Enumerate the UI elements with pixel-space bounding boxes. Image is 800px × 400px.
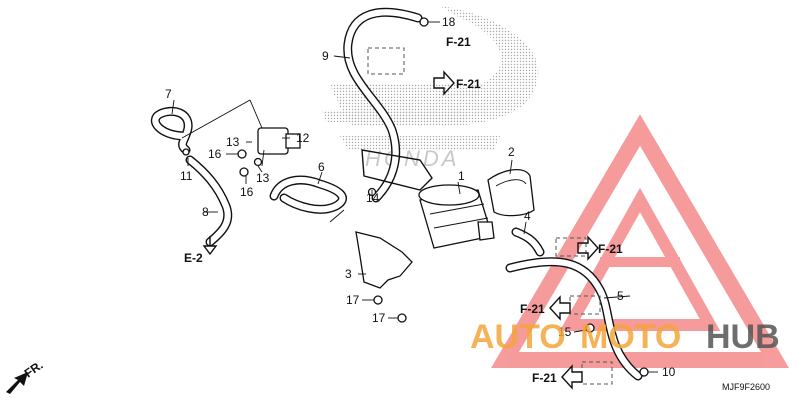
drawing-code: MJF9F2600: [722, 382, 770, 392]
part-label-2: 2: [508, 145, 515, 159]
part-label-11: 11: [180, 169, 193, 183]
ref-arrow-down: [202, 236, 218, 256]
part-label-16b: 16: [240, 185, 254, 199]
ref-e2: E-2: [184, 251, 203, 265]
canister-band: [487, 169, 535, 217]
part-label-16a: 16: [208, 147, 222, 161]
ref-f21-lower: F-21: [520, 302, 545, 316]
part-label-13a: 13: [226, 135, 240, 149]
fastener-group: [182, 17, 649, 377]
ref-f21-upper: F-21: [456, 77, 481, 91]
part-label-18: 18: [442, 15, 456, 29]
watermark-triangle: [491, 114, 789, 368]
ref-arrow-left-1: [549, 295, 571, 321]
part-label-14: 14: [366, 191, 380, 205]
ref-arrow-left-2: [561, 364, 583, 390]
canister-bracket: [355, 231, 413, 289]
part-label-7: 7: [165, 87, 172, 101]
clip-callout-top: [367, 47, 405, 75]
part-label-8: 8: [202, 205, 209, 219]
part-label-12: 12: [296, 131, 310, 145]
part-label-15: 15: [558, 325, 572, 339]
part-labels: 1 2 3 4 5 6 7 8 9 10 11 12 13 13 14 15 1…: [165, 15, 676, 379]
hose-group: [150, 7, 643, 381]
solenoid-valve: [257, 127, 301, 167]
ref-arrow-right-1: [433, 70, 455, 96]
reference-arrows: F-21 F-21 F-21 F-21 F-21 E-2: [184, 35, 623, 390]
evap-canister: [418, 184, 495, 249]
part-label-3: 3: [345, 267, 352, 281]
watermark-auto: AUTO: [470, 318, 566, 356]
front-arrow-icon: [6, 372, 28, 394]
part-label-5: 5: [617, 289, 624, 303]
hose-loop-bracket: [361, 149, 433, 191]
part-label-1: 1: [458, 169, 465, 183]
front-direction: FR.: [6, 358, 46, 394]
ref-arrow-right-2: [577, 235, 599, 261]
part-label-17b: 17: [372, 311, 386, 325]
part-label-17a: 17: [346, 293, 360, 307]
leader-lines: [171, 21, 658, 373]
ref-f21-mid: F-21: [598, 242, 623, 256]
part-label-10: 10: [662, 365, 676, 379]
part-label-4: 4: [524, 209, 531, 223]
ref-f21-top: F-21: [446, 35, 471, 49]
ref-f21-bottom: F-21: [532, 371, 557, 385]
part-label-13b: 13: [256, 171, 270, 185]
part-label-6: 6: [318, 160, 325, 174]
clip-callout-mid: [555, 237, 587, 257]
watermark-hub: HUB: [706, 318, 780, 356]
watermark-text: AUTO MOTO HUB: [470, 318, 780, 356]
part-label-9: 9: [322, 49, 329, 63]
watermark-moto: MOTO: [580, 318, 681, 356]
